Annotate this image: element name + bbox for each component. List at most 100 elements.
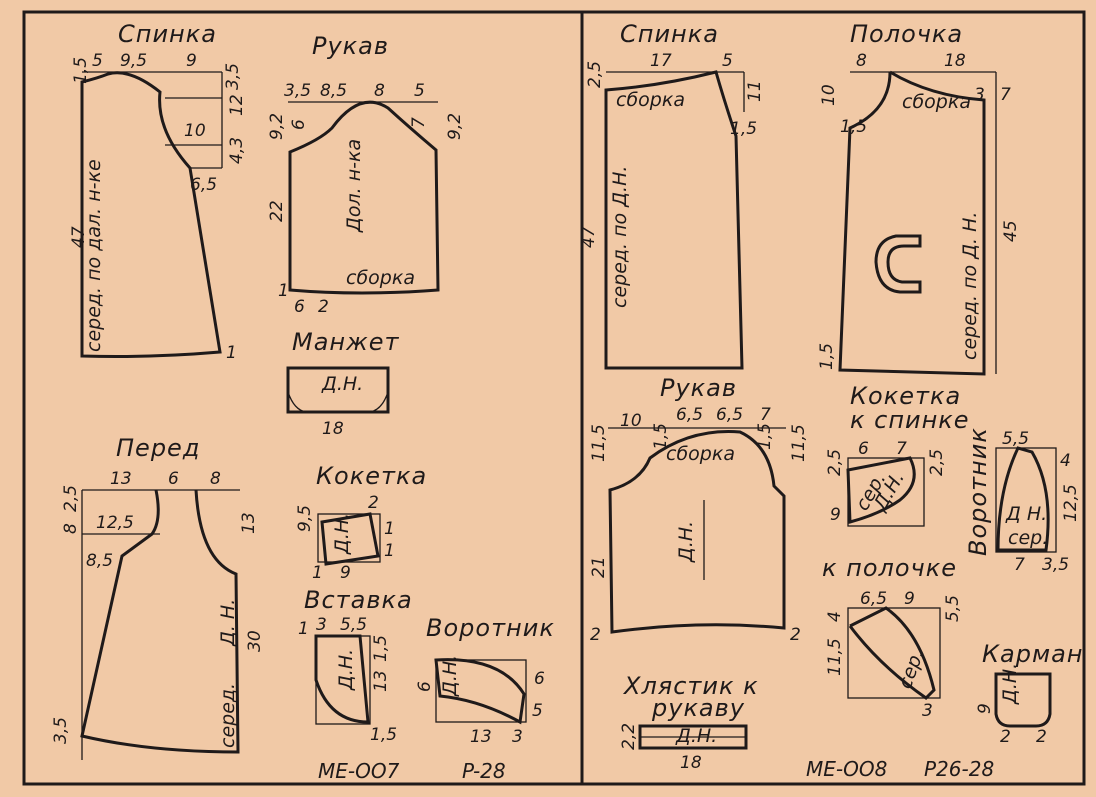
right-rukav-piece: Рукав 10 6,5 6,5 7 11,5 1,5 21 2 1,5 11,… — [589, 374, 809, 645]
dim: 2,5 — [825, 449, 845, 476]
dim: 1 — [226, 343, 237, 363]
dim: 11,5 — [825, 638, 845, 676]
dim: 2 — [1000, 727, 1011, 747]
dim: 1,5 — [817, 343, 837, 370]
right-spinka-piece: Спинка 17 5 2,5 сборка 11 1,5 47 серед. … — [579, 20, 765, 370]
dim: 22 — [267, 200, 287, 222]
left-spinka-title: Спинка — [118, 20, 217, 48]
dim: 3 — [922, 701, 933, 721]
center-label: серед. по Д.Н. — [609, 166, 631, 308]
gather-label: сборка — [616, 89, 685, 111]
note: Д Н. — [1005, 503, 1047, 525]
left-spinka-piece: Спинка 5 9,5 9 1,5 3,5 12 4,3 10 6,5 47 … — [69, 20, 247, 363]
dim: 3,5 — [1042, 555, 1069, 575]
left-spinka-outline — [80, 71, 222, 358]
dim: 7 — [1000, 85, 1011, 105]
manzhet-title: Манжет — [292, 328, 399, 356]
dim: 5,5 — [1002, 429, 1029, 449]
grain-label: Д.Н. — [675, 521, 697, 563]
right-spinka-outline — [604, 70, 744, 370]
left-rukav-piece: Рукав 3,5 8,5 8 5 9,2 6 22 7 9,2 Дол. н-… — [267, 32, 465, 317]
kaketka-polochka-title: к полочке — [822, 554, 957, 582]
polochka-piece: Полочка 8 18 10 1,5 1,5 сборка 3 7 45 се… — [817, 20, 1021, 376]
manzhet-piece: Манжет Д.Н. 18 — [286, 328, 399, 439]
left-vorotnik-piece: Воротник Д.Н. 6 6 5 13 3 — [415, 614, 555, 747]
right-vorotnik-piece: Воротник 5,5 4 12,5 Д Н. сер. 7 3,5 — [964, 427, 1081, 575]
dim: 7 — [760, 405, 771, 425]
dim: 47 — [579, 226, 599, 248]
dim: 12,5 — [1061, 484, 1081, 522]
hlyastik-title1: Хлястик к — [622, 672, 759, 700]
dim: 5 — [532, 701, 543, 721]
dim: 13 — [239, 512, 259, 534]
vorotnik-box — [435, 659, 527, 723]
karman-title: Карман — [982, 640, 1083, 668]
dim: 6 — [294, 297, 305, 317]
center-label: серед. по дал. н-ке — [83, 159, 105, 352]
pocket-marker — [874, 234, 922, 294]
left-vorotnik-outline — [434, 658, 526, 725]
dim: 11,5 — [789, 424, 809, 462]
dim: 2 — [1036, 727, 1047, 747]
dim: 5 — [722, 51, 733, 71]
dim: 9,2 — [267, 113, 287, 140]
left-vorotnik-title: Воротник — [426, 614, 555, 642]
dim: 6 — [168, 469, 179, 489]
pered-title: Перед — [116, 434, 200, 462]
dim: 9,5 — [295, 505, 315, 532]
dim: 13 — [371, 670, 391, 692]
dim: 21 — [589, 556, 609, 578]
dim: 5 — [92, 51, 103, 71]
gather-label: сборка — [666, 443, 735, 465]
vorotnik-right-box — [995, 447, 1057, 553]
dim: 5 — [414, 81, 425, 101]
karman-outline — [994, 672, 1052, 728]
kaketka-polochka-box — [847, 607, 941, 699]
dim: 3 — [974, 85, 985, 105]
left-model-size: P-28 — [462, 759, 506, 783]
dim: 8,5 — [86, 551, 113, 571]
dim: 5,5 — [340, 615, 367, 635]
dim: 3,5 — [51, 717, 71, 744]
grain-label: Д.Н. — [321, 373, 363, 395]
right-vorotnik-outline — [996, 446, 1050, 552]
vstavka-piece: Вставка 1 3 5,5 Д.Н. 1,5 13 1,5 — [298, 586, 412, 745]
center-label: серед. — [217, 683, 239, 748]
left-rukav-title: Рукав — [312, 32, 389, 60]
dim: 1,5 — [371, 635, 391, 662]
dim: 45 — [1001, 220, 1021, 242]
right-vorotnik-title: Воротник — [964, 427, 992, 556]
dim: 8 — [374, 81, 385, 101]
dim: 2 — [318, 297, 329, 317]
dim: 10 — [819, 84, 839, 106]
dim: 6,5 — [676, 405, 703, 425]
polochka-title: Полочка — [850, 20, 963, 48]
dim: 6,5 — [860, 589, 887, 609]
dim: 1 — [384, 519, 395, 539]
dim: 11 — [745, 80, 765, 102]
dim: 18 — [322, 419, 344, 439]
dim: 2,2 — [619, 723, 639, 750]
dim: 1 — [384, 541, 395, 561]
dim: 6,5 — [716, 405, 743, 425]
right-spinka-title: Спинка — [620, 20, 719, 48]
dim: 47 — [69, 226, 89, 248]
dim: 4 — [1060, 451, 1071, 471]
dim: 3 — [316, 615, 327, 635]
dim: 9 — [904, 589, 915, 609]
pered-outline — [80, 489, 240, 754]
dim: 2 — [790, 625, 801, 645]
pered-piece: Перед 13 6 8 2,5 8 12,5 8,5 3,5 13 30 Д.… — [51, 434, 265, 760]
dim: 1 — [312, 563, 323, 583]
dim: 1,5 — [370, 725, 397, 745]
dim: 1,5 — [71, 57, 91, 84]
left-kaketka-piece: Кокетка 2 Д.Н. 9,5 1 9 1 1 — [295, 462, 427, 583]
hlyastik-title2: рукаву — [651, 694, 745, 722]
kaketka-spinka-piece: Кокетка к спинке 6 7 2,5 9 2,5 сер. Д.Н. — [825, 382, 969, 527]
note: сер. — [894, 646, 928, 691]
left-kaketka-title: Кокетка — [316, 462, 427, 490]
dim: 3 — [512, 727, 523, 747]
kaketka-spinka-title1: Кокетка — [850, 382, 961, 410]
dim: 1,5 — [651, 423, 671, 450]
gather-label: сборка — [902, 91, 971, 113]
